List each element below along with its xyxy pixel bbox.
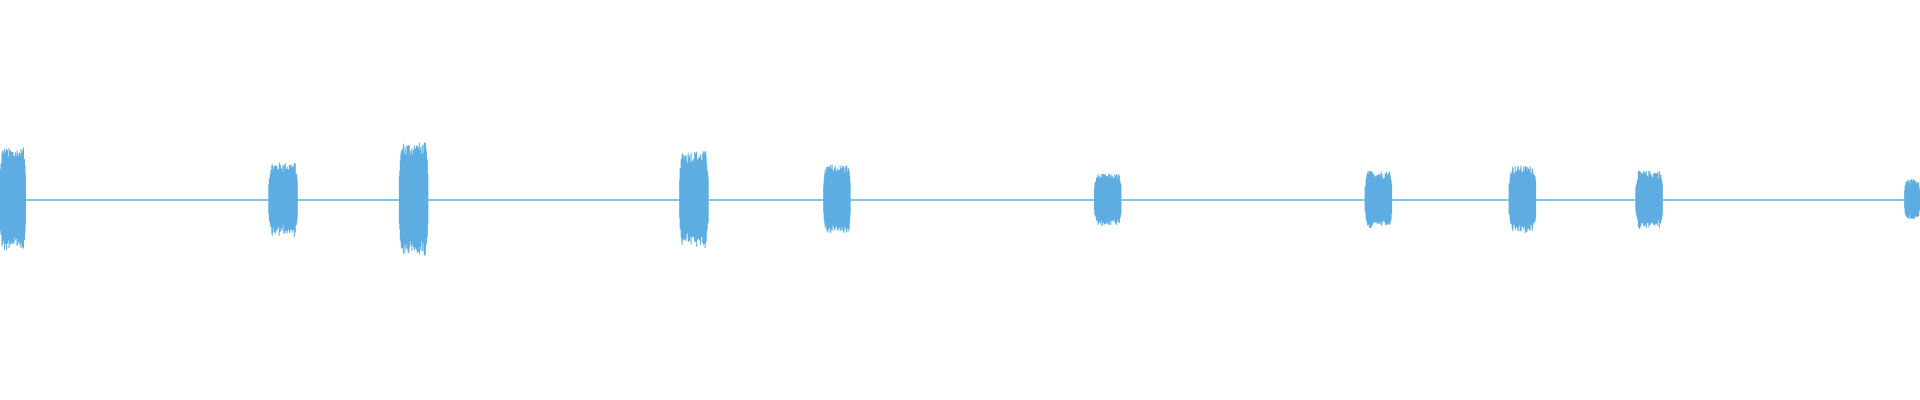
- waveform-burst-shape: [398, 142, 429, 256]
- waveform-burst: [1508, 165, 1537, 233]
- waveform-burst: [0, 147, 26, 251]
- waveform-burst: [398, 142, 429, 256]
- waveform-burst-shape: [823, 164, 851, 233]
- waveform-burst: [679, 151, 709, 248]
- waveform-burst: [268, 162, 298, 237]
- waveform-burst-shape: [1904, 179, 1920, 220]
- waveform-burst: [823, 164, 851, 233]
- waveform-burst: [1635, 170, 1663, 229]
- waveform-burst: [1364, 170, 1393, 229]
- waveform-burst-shape: [1093, 173, 1122, 227]
- waveform-burst-shape: [679, 151, 709, 248]
- waveform-burst-shape: [0, 147, 26, 251]
- waveform-burst: [1904, 179, 1920, 220]
- waveform-burst-shape: [1364, 170, 1393, 229]
- waveform-burst-shape: [1508, 165, 1537, 233]
- waveform-burst-shape: [268, 162, 298, 237]
- waveform-burst: [1093, 173, 1122, 227]
- waveform-burst-shape: [1635, 170, 1663, 229]
